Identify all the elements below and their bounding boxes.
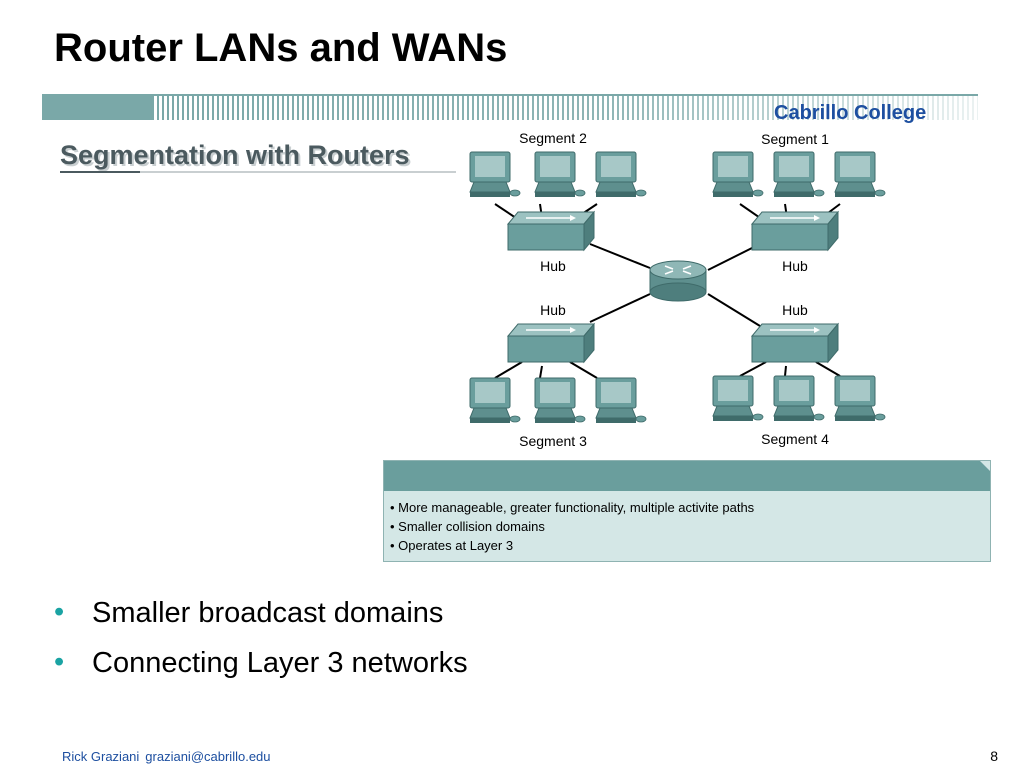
network-diagram: Segment 2 Segment 1 Segment 3 Segment 4 … (469, 130, 886, 449)
bullet-dot-icon: • (54, 596, 65, 628)
segment-label: Segment 4 (761, 431, 829, 447)
hub-icon (507, 211, 595, 251)
bullet-text: Connecting Layer 3 networks (92, 647, 468, 679)
bullet-item: • Connecting Layer 3 networks (54, 638, 468, 688)
segment-label: Segment 3 (519, 433, 587, 449)
workstation-icon (834, 375, 886, 422)
info-box-item: More manageable, greater functionality, … (390, 498, 990, 517)
subtitle-underline (60, 171, 456, 173)
workstation-icon (469, 151, 521, 198)
bullet-item: • Smaller broadcast domains (54, 588, 468, 638)
workstation-icon (712, 151, 764, 198)
banner-bar (42, 94, 978, 120)
hub-icon (751, 211, 839, 251)
workstation-icon (469, 377, 521, 424)
workstation-icon (712, 375, 764, 422)
page-number: 8 (990, 748, 998, 764)
workstation-icon (595, 151, 647, 198)
footer-author: Rick Graziani (62, 749, 140, 764)
workstation-icon (773, 375, 825, 422)
hub-label: Hub (782, 258, 808, 274)
subtitle-underline-accent (60, 171, 140, 173)
hub-icon (751, 323, 839, 363)
info-box: More manageable, greater functionality, … (383, 460, 991, 562)
footer-credit: Rick Graziani graziani@cabrillo.edu (62, 749, 271, 764)
bullet-dot-icon: • (54, 646, 65, 678)
hub-label: Hub (540, 258, 566, 274)
router-icon (649, 260, 707, 302)
segment-label: Segment 1 (761, 131, 829, 147)
workstation-icon (595, 377, 647, 424)
workstation-icon (834, 151, 886, 198)
footer-email[interactable]: graziani@cabrillo.edu (145, 749, 271, 764)
info-box-list: More manageable, greater functionality, … (390, 498, 990, 555)
bullet-text: Smaller broadcast domains (92, 597, 444, 629)
slide-title: Router LANs and WANs (54, 26, 508, 70)
workstation-icon (773, 151, 825, 198)
hub-label: Hub (540, 302, 566, 318)
info-box-item: Operates at Layer 3 (390, 536, 990, 555)
college-label: Cabrillo College (774, 102, 927, 124)
hub-label: Hub (782, 302, 808, 318)
workstation-icon (534, 151, 586, 198)
bullet-list: • Smaller broadcast domains • Connecting L… (54, 588, 468, 688)
diagram-subtitle: Segmentation with Routers (60, 140, 410, 170)
workstation-icon (534, 377, 586, 424)
hub-icon (507, 323, 595, 363)
segment-label: Segment 2 (519, 130, 587, 146)
info-box-header (384, 461, 990, 491)
info-box-item: Smaller collision domains (390, 517, 990, 536)
